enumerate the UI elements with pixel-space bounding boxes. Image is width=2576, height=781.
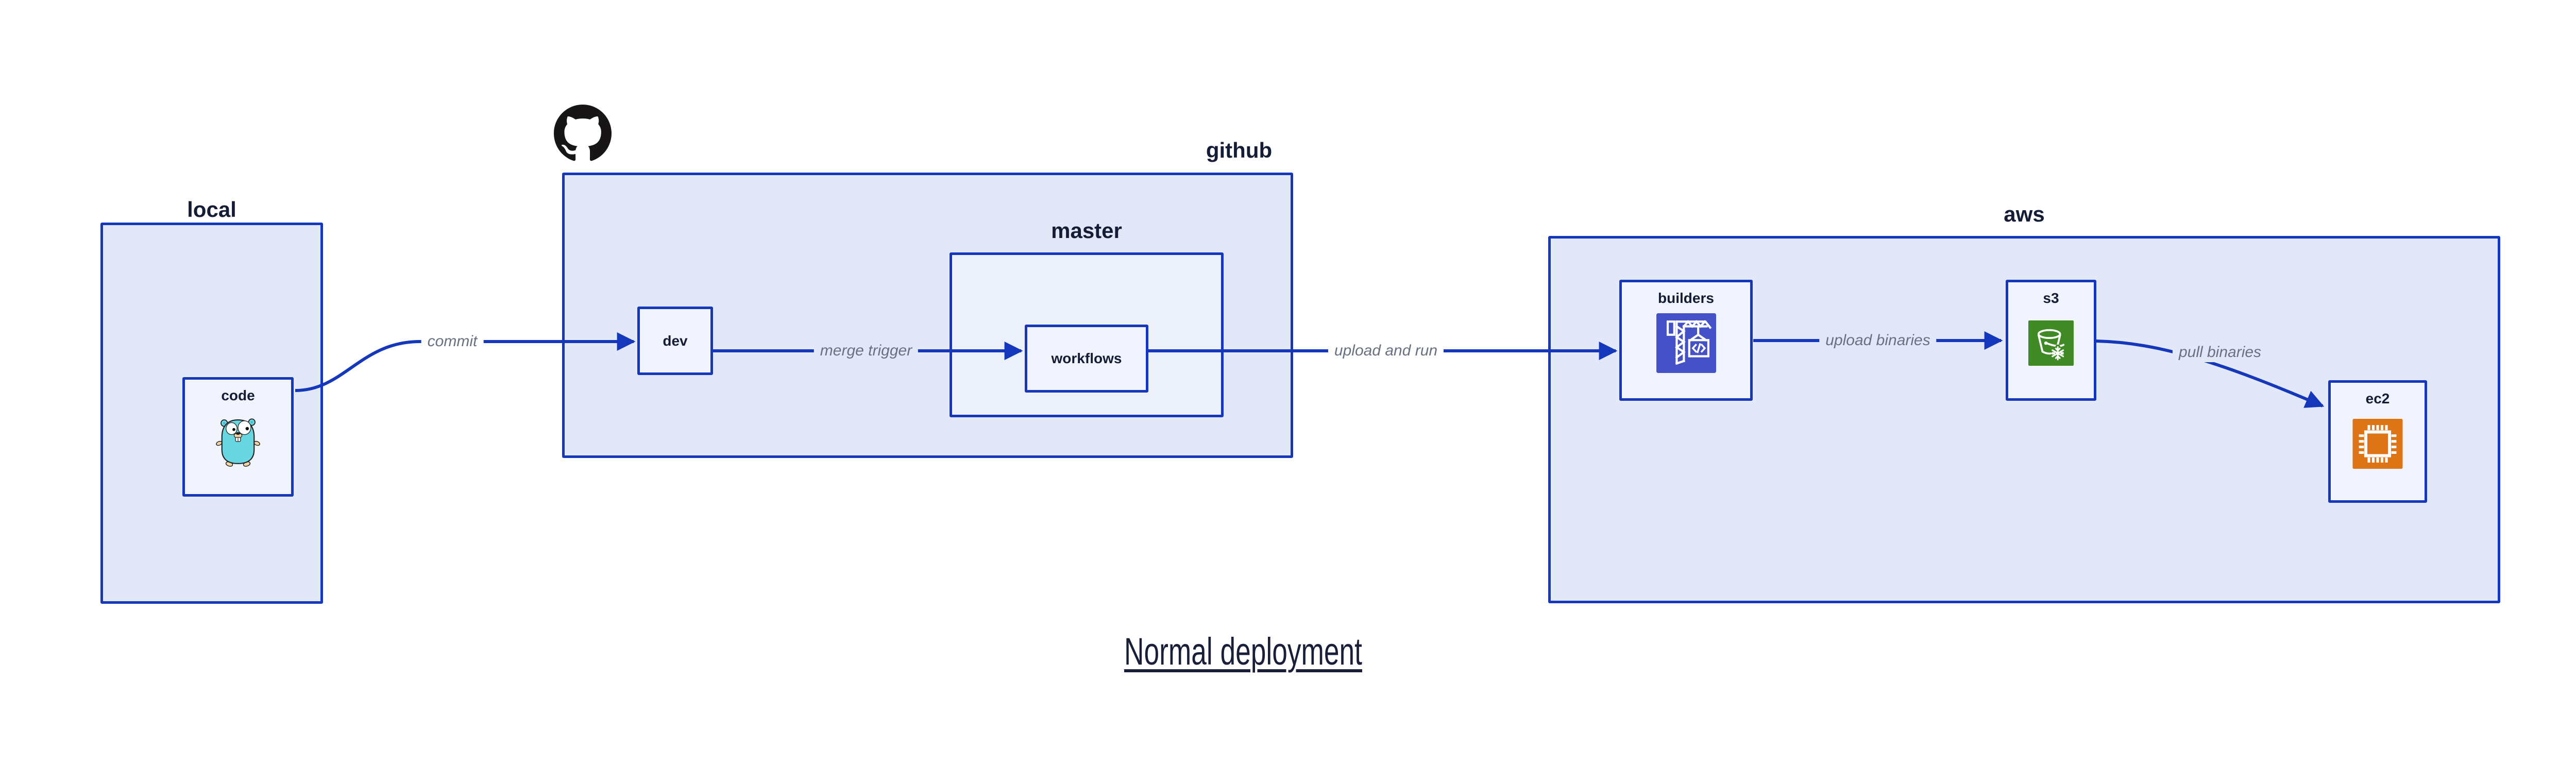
node-dev-label: dev — [663, 332, 688, 349]
node-dev: dev — [637, 307, 713, 375]
group-label-aws: aws — [2004, 202, 2045, 226]
node-ec2: ec2 — [2328, 380, 2427, 503]
edge-label-merge-trigger: merge trigger — [814, 341, 919, 361]
group-label-github: github — [1206, 138, 1273, 162]
group-label-master: master — [1051, 218, 1122, 243]
aws-ec2-chip-icon — [2352, 419, 2403, 469]
github-octocat-icon — [554, 105, 612, 161]
node-s3-label: s3 — [2043, 290, 2059, 306]
node-ec2-label: ec2 — [2365, 390, 2390, 406]
edge-label-upload-binaries: upload binaries — [1819, 331, 1937, 350]
edge-commit-arrow — [295, 332, 636, 392]
node-code-label: code — [221, 387, 255, 403]
group-label-local: local — [187, 197, 236, 222]
node-workflows: workflows — [1025, 325, 1148, 393]
node-builders: builders — [1619, 280, 1753, 401]
edge-label-commit: commit — [421, 332, 484, 351]
edge-label-pull-binaries: pull binaries — [2172, 343, 2268, 362]
node-builders-label: builders — [1658, 290, 1714, 306]
node-s3: s3 — [2006, 280, 2096, 401]
node-workflows-label: workflows — [1051, 350, 1122, 366]
edge-label-upload-and-run: upload and run — [1328, 341, 1444, 361]
aws-codebuild-crane-icon — [1656, 313, 1716, 373]
aws-s3-glacier-bucket-snowflake-icon — [2028, 320, 2074, 366]
node-code: code — [182, 377, 294, 497]
diagram-title: Normal deployment — [1124, 630, 1362, 673]
go-gopher-icon — [216, 418, 260, 467]
